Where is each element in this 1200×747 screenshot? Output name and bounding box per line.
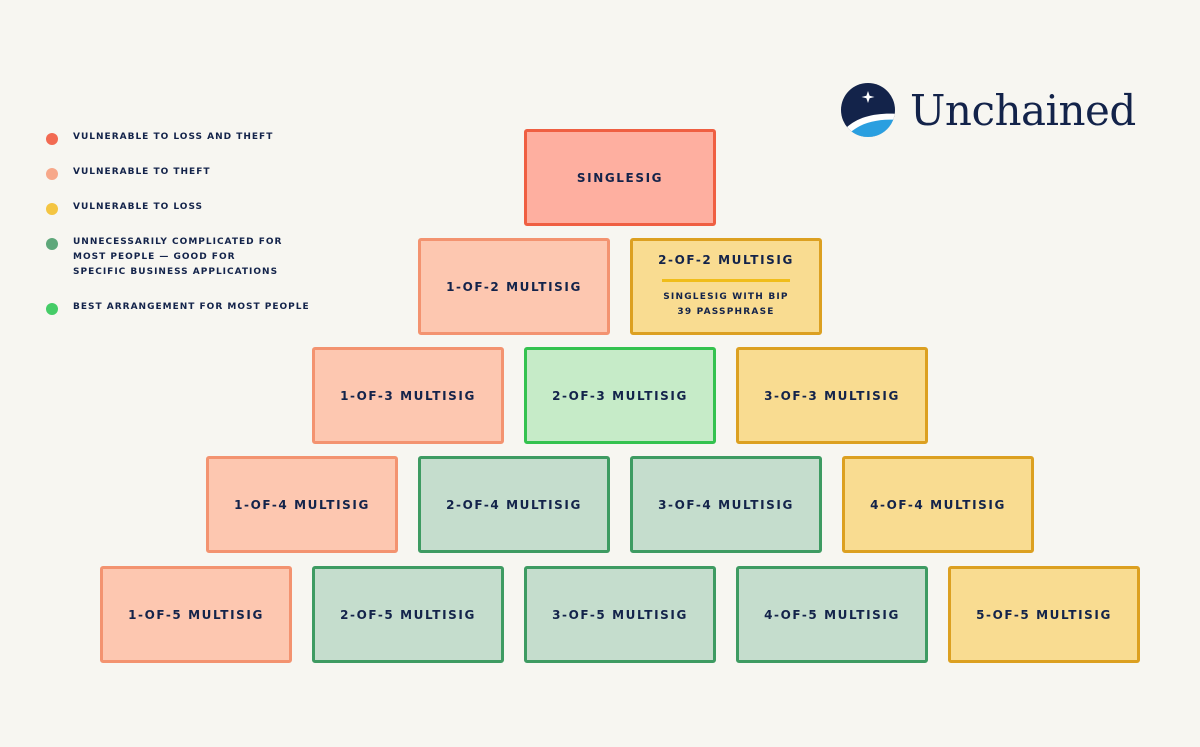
box-label: 1-OF-5 MULTISIG: [128, 607, 264, 622]
box-label: 2-OF-4 MULTISIG: [446, 497, 582, 512]
box-4-of-4-multisig: 4-OF-4 MULTISIG: [842, 456, 1034, 553]
box-1-of-5-multisig: 1-OF-5 MULTISIG: [100, 566, 292, 663]
box-3-of-3-multisig: 3-OF-3 MULTISIG: [736, 347, 928, 444]
box-label: 3-OF-5 MULTISIG: [552, 607, 688, 622]
box-label: SINGLESIG: [576, 170, 664, 185]
legend-dot-icon: [46, 303, 58, 315]
box-2-of-3-multisig: 2-OF-3 MULTISIG: [524, 347, 716, 444]
box-label: 5-OF-5 MULTISIG: [976, 607, 1112, 622]
legend: VULNERABLE TO LOSS AND THEFT VULNERABLE …: [46, 130, 346, 335]
legend-dot-icon: [46, 133, 58, 145]
legend-dot-icon: [46, 203, 58, 215]
legend-item-best: BEST ARRANGEMENT FOR MOST PEOPLE: [46, 300, 346, 315]
box-5-of-5-multisig: 5-OF-5 MULTISIG: [948, 566, 1140, 663]
legend-label: VULNERABLE TO THEFT: [73, 167, 211, 177]
box-singlesig: SINGLESIG: [524, 129, 716, 226]
box-sublabel: SINGLESIG WITH BIP 39 PASSPHRASE: [663, 292, 789, 317]
box-3-of-4-multisig: 3-OF-4 MULTISIG: [630, 456, 822, 553]
box-2-of-5-multisig: 2-OF-5 MULTISIG: [312, 566, 504, 663]
box-label: 1-OF-2 MULTISIG: [446, 279, 582, 294]
legend-item-complicated: UNNECESSARILY COMPLICATED FOR MOST PEOPL…: [46, 235, 346, 280]
box-label: 4-OF-5 MULTISIG: [764, 607, 900, 622]
box-label: 4-OF-4 MULTISIG: [870, 497, 1006, 512]
box-label: 1-OF-3 MULTISIG: [340, 388, 476, 403]
legend-item-loss: VULNERABLE TO LOSS: [46, 200, 346, 215]
legend-label: BEST ARRANGEMENT FOR MOST PEOPLE: [73, 302, 310, 312]
legend-label: UNNECESSARILY COMPLICATED FOR MOST PEOPL…: [73, 237, 283, 277]
box-1-of-2-multisig: 1-OF-2 MULTISIG: [418, 238, 610, 335]
box-1-of-4-multisig: 1-OF-4 MULTISIG: [206, 456, 398, 553]
box-4-of-5-multisig: 4-OF-5 MULTISIG: [736, 566, 928, 663]
box-label: 2-OF-3 MULTISIG: [552, 388, 688, 403]
legend-label: VULNERABLE TO LOSS: [73, 202, 204, 212]
unchained-logo: Unchained: [840, 82, 1136, 138]
legend-dot-icon: [46, 238, 58, 250]
box-2-of-4-multisig: 2-OF-4 MULTISIG: [418, 456, 610, 553]
logo-mark-icon: [841, 83, 895, 137]
box-label: 2-OF-2 MULTISIG: [658, 253, 794, 267]
legend-label: VULNERABLE TO LOSS AND THEFT: [73, 132, 274, 142]
box-divider: [662, 279, 790, 282]
box-label: 2-OF-5 MULTISIG: [340, 607, 476, 622]
box-2-of-2-multisig: 2-OF-2 MULTISIG SINGLESIG WITH BIP 39 PA…: [630, 238, 822, 335]
box-3-of-5-multisig: 3-OF-5 MULTISIG: [524, 566, 716, 663]
legend-item-theft: VULNERABLE TO THEFT: [46, 165, 346, 180]
box-label: 3-OF-4 MULTISIG: [658, 497, 794, 512]
brand-name: Unchained: [910, 85, 1136, 135]
box-label: 3-OF-3 MULTISIG: [764, 388, 900, 403]
box-1-of-3-multisig: 1-OF-3 MULTISIG: [312, 347, 504, 444]
legend-dot-icon: [46, 168, 58, 180]
legend-item-loss-and-theft: VULNERABLE TO LOSS AND THEFT: [46, 130, 346, 145]
box-label: 1-OF-4 MULTISIG: [234, 497, 370, 512]
